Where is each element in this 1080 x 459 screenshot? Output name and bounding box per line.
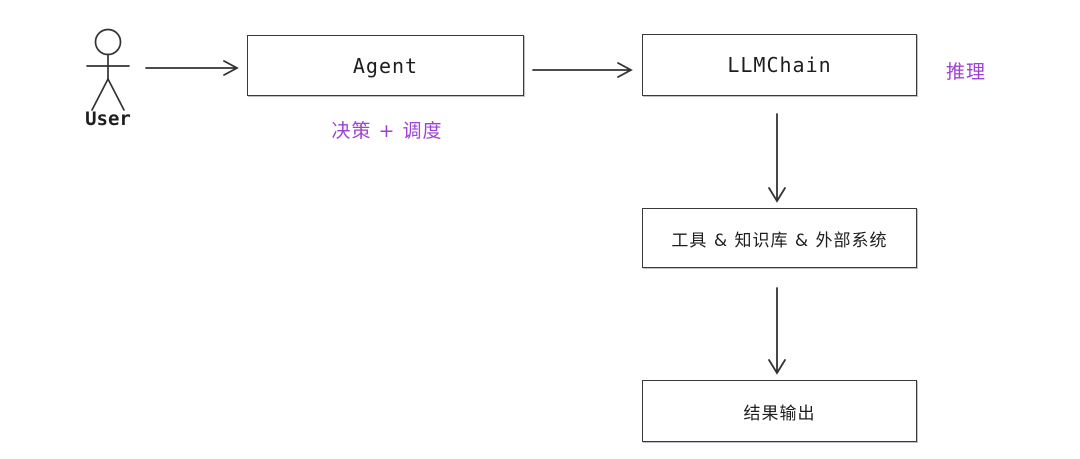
node-tools-label: 工具 & 知识库 & 外部系统 <box>671 230 888 251</box>
user-node-label: User <box>85 108 131 130</box>
arrow-agent-to-llmchain-icon <box>532 62 633 78</box>
arrow-tools-to-output-icon <box>768 287 786 375</box>
annotation-decision-scheduling: 决策 + 调度 <box>331 120 443 142</box>
node-agent-label: Agent <box>352 53 419 78</box>
node-output-label: 结果输出 <box>743 403 816 424</box>
arrow-user-to-agent-icon <box>145 60 239 76</box>
annotation-reasoning: 推理 <box>946 61 987 83</box>
node-result-output: 结果输出 <box>642 380 917 442</box>
node-llmchain: LLMChain <box>642 34 917 96</box>
arrow-llmchain-to-tools-icon <box>768 113 786 203</box>
node-agent: Agent <box>247 35 524 96</box>
user-stick-figure-icon <box>86 28 130 111</box>
node-tools-knowledge-external: 工具 & 知识库 & 外部系统 <box>642 208 917 268</box>
node-llmchain-label: LLMChain <box>727 53 832 77</box>
